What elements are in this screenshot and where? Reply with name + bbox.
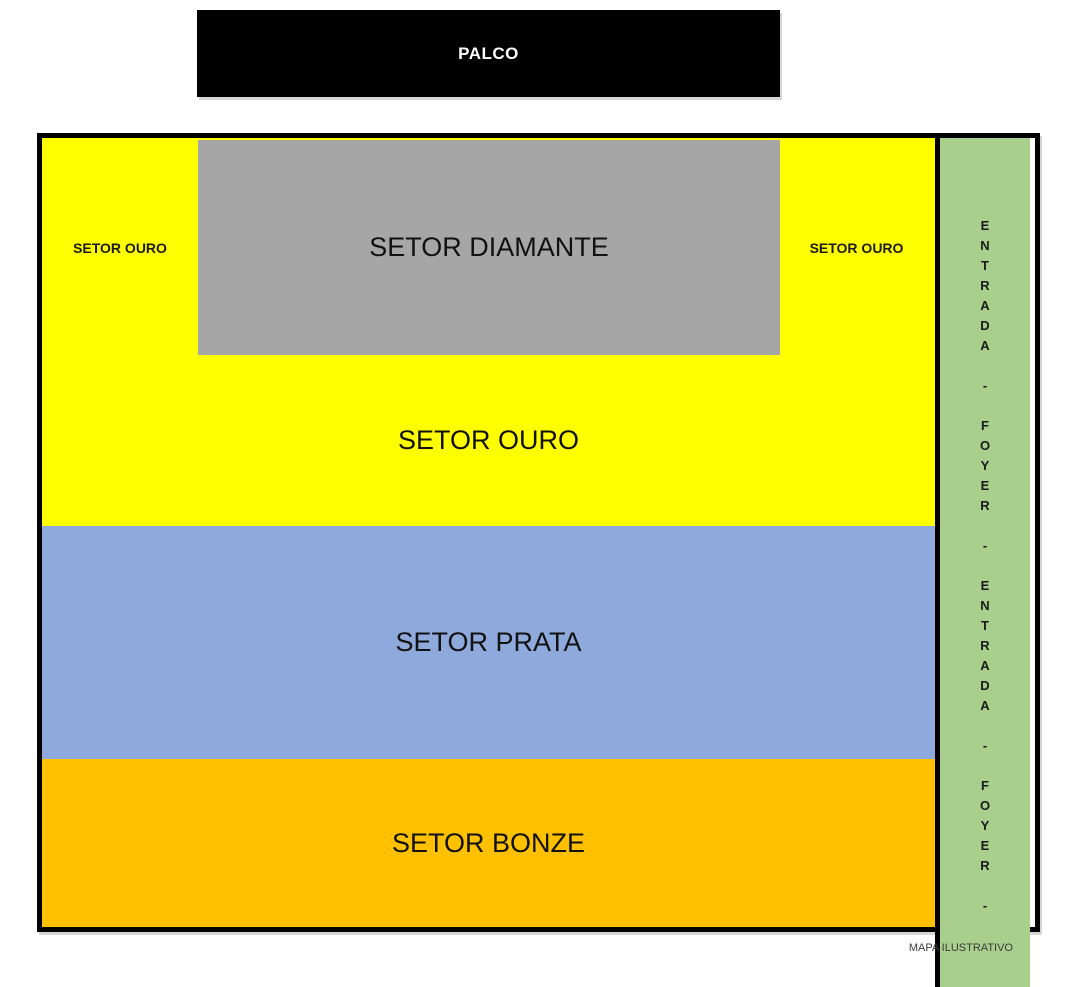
sector-diamante: SETOR DIAMANTE (198, 140, 780, 355)
map-container: SETOR OURO SETOR DIAMANTE SETOR OURO SET… (37, 133, 1040, 987)
map-caption: MAPA ILUSTRATIVO (908, 942, 1013, 954)
sector-ouro-label: SETOR OURO (397, 425, 580, 455)
stage: PALCO (197, 10, 780, 97)
sector-diamante-label: SETOR DIAMANTE (369, 232, 609, 262)
sector-prata: SETOR PRATA (42, 526, 935, 759)
sector-bonze: SETOR BONZE (42, 759, 935, 927)
seating-area: SETOR OURO SETOR DIAMANTE SETOR OURO SET… (42, 138, 935, 927)
sector-ouro-label-wrap: SETOR OURO (42, 355, 935, 526)
sector-prata-label: SETOR PRATA (395, 627, 582, 657)
sector-ouro-right-label: SETOR OURO (809, 239, 904, 256)
sector-bonze-label: SETOR BONZE (391, 827, 586, 858)
sector-ouro-left-label: SETOR OURO (73, 239, 167, 256)
sector-ouro-block: SETOR OURO SETOR DIAMANTE SETOR OURO SET… (42, 138, 935, 526)
